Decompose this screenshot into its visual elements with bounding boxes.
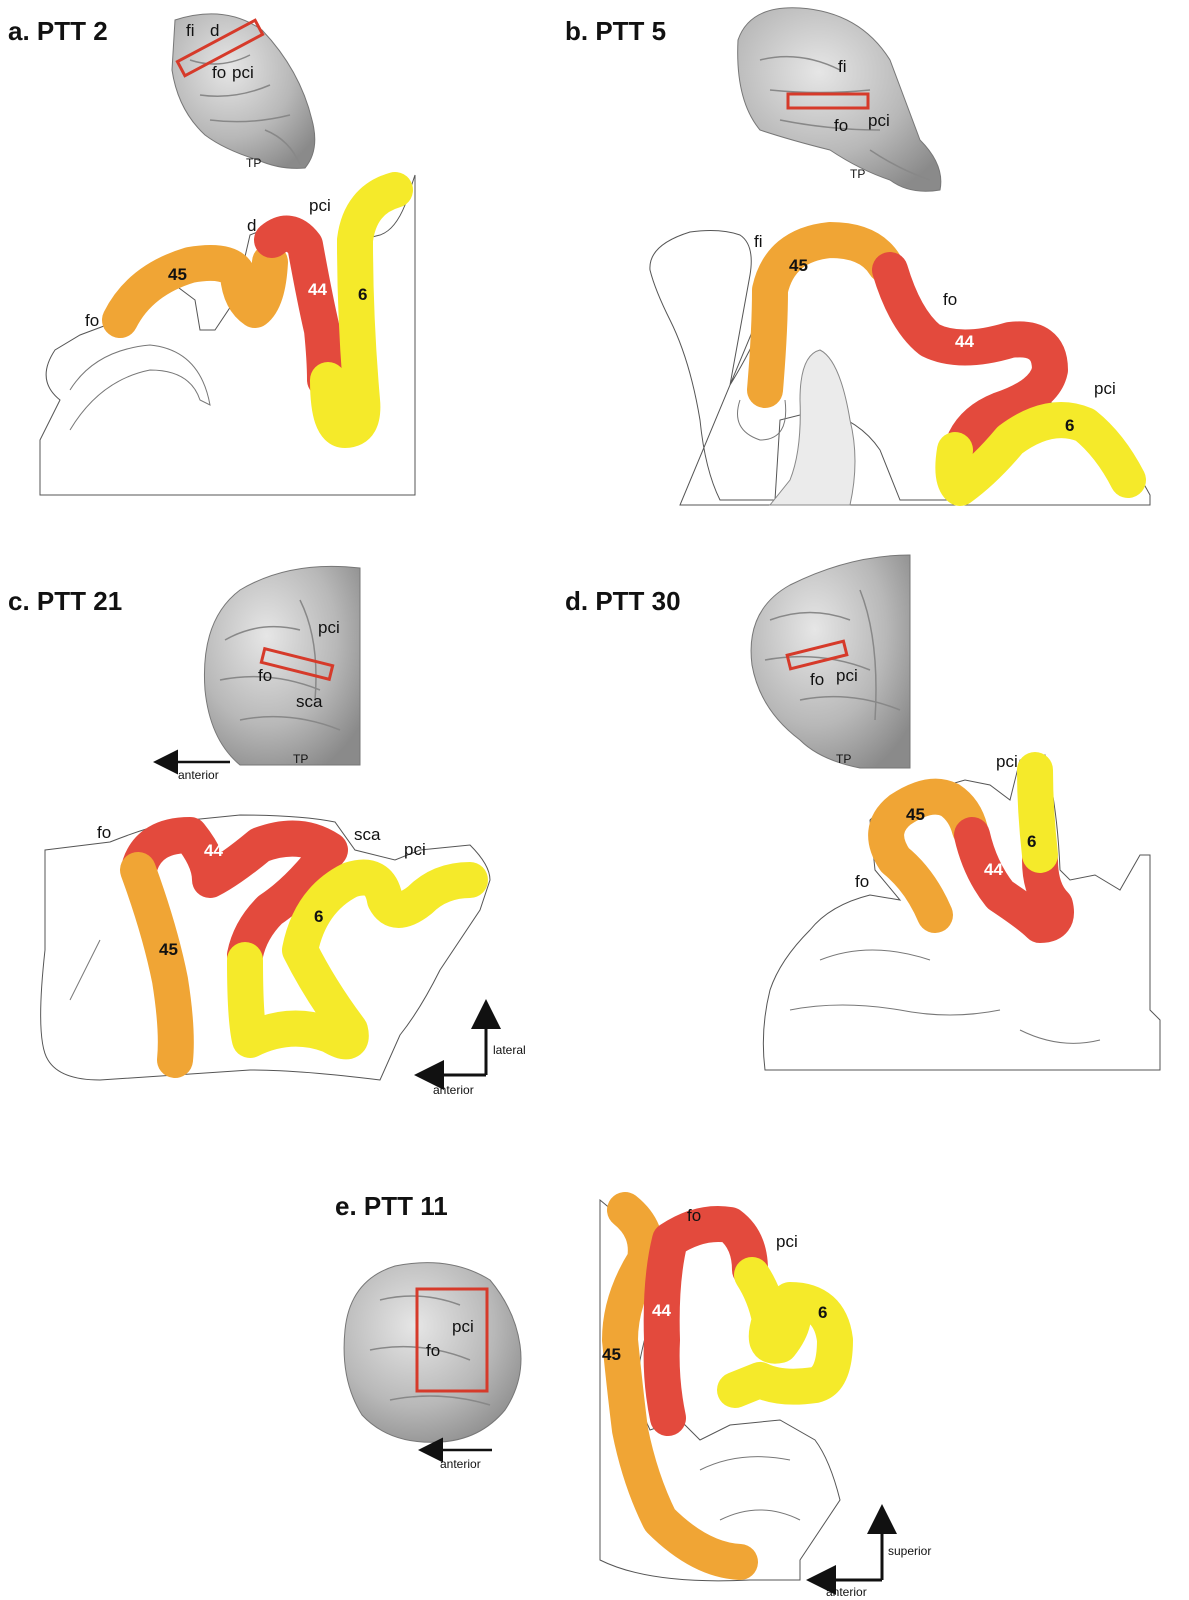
panel-c-photo-pci: pci xyxy=(318,618,340,637)
panel-e-area45-label: 45 xyxy=(602,1345,621,1364)
panel-c-section-pci: pci xyxy=(404,840,426,859)
panel-e-axes: superior anterior xyxy=(812,1510,931,1599)
panel-c: c. PTT 21 pci fo sca TP anterior 45 44 6… xyxy=(8,566,526,1097)
panel-c-area6-label: 6 xyxy=(314,907,323,926)
panel-c-photo-tp: TP xyxy=(293,752,308,766)
panel-d-section: 45 44 6 pci fo xyxy=(763,752,1160,1070)
panel-a-photo-pci: pci xyxy=(232,63,254,82)
panel-a-area6-label: 6 xyxy=(358,285,367,304)
panel-c-brain-photo: pci fo sca TP anterior xyxy=(158,566,360,782)
panel-a: a. PTT 2 fi d fo pci TP 45 44 6 d pci fo xyxy=(8,14,415,495)
panel-e-brain-photo: fo pci anterior xyxy=(344,1263,521,1471)
panel-c-area44-label: 44 xyxy=(204,841,223,860)
panel-d-area44-label: 44 xyxy=(984,860,1003,879)
panel-c-title: c. PTT 21 xyxy=(8,586,122,616)
panel-a-photo-fi: fi xyxy=(186,21,195,40)
panel-d-photo-pci: pci xyxy=(836,666,858,685)
panel-e-photo-arrow-label: anterior xyxy=(440,1457,481,1471)
panel-b-section-fo: fo xyxy=(943,290,957,309)
panel-e: e. PTT 11 fo pci anterior 45 44 6 fo pci xyxy=(335,1191,931,1599)
panel-d-section-fo: fo xyxy=(855,872,869,891)
panel-c-photo-fo: fo xyxy=(258,666,272,685)
panel-e-area6-band xyxy=(735,1275,835,1390)
panel-b: b. PTT 5 fi fo pci TP 45 44 6 fi fo pci xyxy=(565,8,1150,505)
panel-b-area45-label: 45 xyxy=(789,256,808,275)
panel-b-photo-fo: fo xyxy=(834,116,848,135)
panel-b-title: b. PTT 5 xyxy=(565,16,666,46)
panel-c-section: 45 44 6 fo sca pci xyxy=(41,815,490,1080)
panel-c-axes: lateral anterior xyxy=(420,1005,526,1097)
panel-e-section-fo: fo xyxy=(687,1206,701,1225)
panel-e-title: e. PTT 11 xyxy=(335,1191,448,1221)
panel-d-photo-fo: fo xyxy=(810,670,824,689)
panel-e-photo-pci: pci xyxy=(452,1317,474,1336)
panel-b-photo-tp: TP xyxy=(850,167,865,181)
panel-d-section-pci: pci xyxy=(996,752,1018,771)
panel-d-photo-tp: TP xyxy=(836,752,851,766)
panel-d-area6-label: 6 xyxy=(1027,832,1036,851)
panel-a-photo-fo: fo xyxy=(212,63,226,82)
panel-b-area6-label: 6 xyxy=(1065,416,1074,435)
panel-b-photo-fi: fi xyxy=(838,57,847,76)
panel-a-photo-d: d xyxy=(210,21,219,40)
panel-c-area45-label: 45 xyxy=(159,940,178,959)
panel-c-section-sca: sca xyxy=(354,825,381,844)
panel-c-section-fo: fo xyxy=(97,823,111,842)
panel-a-area44-label: 44 xyxy=(308,280,327,299)
panel-a-photo-tp: TP xyxy=(246,156,261,170)
panel-e-area44-label: 44 xyxy=(652,1301,671,1320)
panel-b-section: 45 44 6 fi fo pci xyxy=(650,231,1150,505)
panel-c-axis-lateral: lateral xyxy=(493,1043,526,1057)
panel-a-section: 45 44 6 d pci fo xyxy=(40,175,415,495)
panel-d-brain-photo: fo pci TP xyxy=(751,555,910,768)
panel-e-axis-anterior: anterior xyxy=(826,1585,867,1599)
panel-b-section-pci: pci xyxy=(1094,379,1116,398)
panel-d: d. PTT 30 fo pci TP 45 44 6 pci fo xyxy=(565,555,1160,1070)
panel-c-photo-sca: sca xyxy=(296,692,323,711)
panel-c-photo-arrow-label: anterior xyxy=(178,768,219,782)
panel-b-area44-label: 44 xyxy=(955,332,974,351)
panel-a-brain-photo: fi d fo pci TP xyxy=(172,14,315,170)
panel-e-area6-label: 6 xyxy=(818,1303,827,1322)
panel-a-area45-label: 45 xyxy=(168,265,187,284)
panel-d-title: d. PTT 30 xyxy=(565,586,681,616)
panel-e-photo-fo: fo xyxy=(426,1341,440,1360)
panel-b-photo-pci: pci xyxy=(868,111,890,130)
panel-a-title: a. PTT 2 xyxy=(8,16,108,46)
panel-e-section: 45 44 6 fo pci xyxy=(600,1200,840,1581)
panel-e-section-pci: pci xyxy=(776,1232,798,1251)
panel-c-axis-anterior: anterior xyxy=(433,1083,474,1097)
panel-b-section-fi: fi xyxy=(754,232,763,251)
panel-a-section-d: d xyxy=(247,216,256,235)
panel-b-brain-photo: fi fo pci TP xyxy=(738,8,941,191)
panel-e-axis-superior: superior xyxy=(888,1544,931,1558)
panel-d-area45-label: 45 xyxy=(906,805,925,824)
panel-a-section-pci: pci xyxy=(309,196,331,215)
panel-a-section-fo: fo xyxy=(85,311,99,330)
